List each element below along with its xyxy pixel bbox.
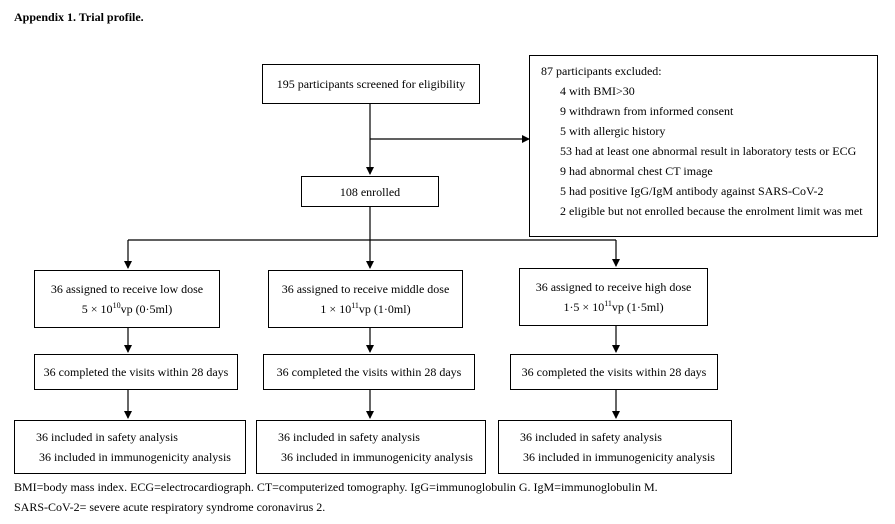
excluded-item: 5 with allergic history: [560, 124, 666, 138]
excluded-item: 9 had abnormal chest CT image: [560, 164, 713, 178]
completed-low-box: 36 completed the visits within 28 days: [34, 354, 238, 390]
assign-middle-box: 36 assigned to receive middle dose 1 × 1…: [268, 270, 463, 328]
assign-low-text: 36 assigned to receive low dose: [50, 282, 204, 296]
figure-title: Appendix 1. Trial profile.: [14, 10, 144, 24]
dose-middle-text: 1 × 1011vp (1·0ml): [320, 301, 411, 317]
immuno-middle-text: 36 included in immunogenicity analysis: [281, 450, 473, 464]
analysis-low-box: 36 included in safety analysis 36 includ…: [14, 420, 246, 474]
completed-low-text: 36 completed the visits within 28 days: [43, 365, 229, 379]
excluded-header: 87 participants excluded:: [541, 64, 662, 78]
excluded-item: 5 had positive IgG/IgM antibody against …: [560, 184, 824, 198]
analysis-middle-box: 36 included in safety analysis 36 includ…: [256, 420, 486, 474]
assign-middle-text: 36 assigned to receive middle dose: [281, 282, 450, 296]
footnote-abbreviations: BMI=body mass index. ECG=electrocardiogr…: [14, 480, 658, 494]
analysis-high-box: 36 included in safety analysis 36 includ…: [498, 420, 732, 474]
completed-middle-text: 36 completed the visits within 28 days: [276, 365, 462, 379]
immuno-low-text: 36 included in immunogenicity analysis: [39, 450, 231, 464]
immuno-high-text: 36 included in immunogenicity analysis: [523, 450, 715, 464]
safety-low-text: 36 included in safety analysis: [36, 430, 178, 444]
excluded-item: 2 eligible but not enrolled because the …: [560, 204, 863, 218]
completed-high-box: 36 completed the visits within 28 days: [510, 354, 718, 390]
footnote-sars: SARS-CoV-2= severe acute respiratory syn…: [14, 500, 326, 514]
completed-high-text: 36 completed the visits within 28 days: [521, 365, 707, 379]
safety-middle-text: 36 included in safety analysis: [278, 430, 420, 444]
completed-middle-box: 36 completed the visits within 28 days: [263, 354, 475, 390]
safety-high-text: 36 included in safety analysis: [520, 430, 662, 444]
dose-high-text: 1·5 × 1011vp (1·5ml): [563, 299, 664, 315]
enrolled-text: 108 enrolled: [339, 185, 401, 199]
excluded-item: 53 had at least one abnormal result in l…: [560, 144, 857, 158]
screened-text: 195 participants screened for eligibilit…: [276, 77, 466, 91]
assign-high-text: 36 assigned to receive high dose: [535, 280, 692, 294]
dose-low-text: 5 × 1010vp (0·5ml): [81, 301, 173, 317]
excluded-box: 87 participants excluded: 4 with BMI>30 …: [529, 55, 878, 237]
assign-low-box: 36 assigned to receive low dose 5 × 1010…: [34, 270, 220, 328]
assign-high-box: 36 assigned to receive high dose 1·5 × 1…: [519, 268, 708, 326]
excluded-item: 4 with BMI>30: [560, 84, 635, 98]
excluded-item: 9 withdrawn from informed consent: [560, 104, 734, 118]
enrolled-box: 108 enrolled: [301, 176, 439, 207]
screened-box: 195 participants screened for eligibilit…: [262, 64, 480, 104]
